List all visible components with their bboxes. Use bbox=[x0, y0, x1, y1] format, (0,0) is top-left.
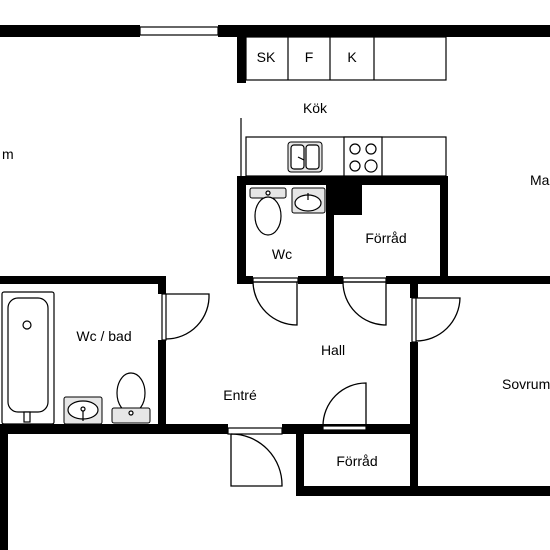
bath-toilet-icon bbox=[111, 372, 151, 424]
walls bbox=[0, 25, 550, 550]
kitchen-counter bbox=[240, 118, 447, 177]
shaft bbox=[334, 185, 362, 215]
wall-left-bottom bbox=[0, 434, 8, 550]
wall-wc-left bbox=[237, 176, 246, 284]
wall-forrad-right bbox=[440, 176, 448, 276]
wc-fixtures bbox=[249, 187, 326, 236]
appliance-k-label: K bbox=[347, 49, 357, 65]
door-forrad-bottom bbox=[322, 382, 367, 431]
stove-icon bbox=[343, 136, 383, 177]
bathtub-icon bbox=[1, 291, 55, 425]
door-entry bbox=[227, 427, 283, 487]
wall-hall-sovrum-top bbox=[410, 284, 418, 298]
room-label-forrad-top: Förråd bbox=[365, 230, 406, 246]
wall-kitchen-cabinet-side bbox=[237, 37, 246, 83]
kitchen-sink-icon bbox=[287, 141, 323, 173]
appliance-f-label: F bbox=[305, 49, 314, 65]
appliance-sk-label: SK bbox=[257, 49, 276, 65]
room-label-forrad-bottom: Förråd bbox=[336, 453, 377, 469]
bath-fixtures bbox=[1, 291, 151, 425]
door-bath bbox=[161, 293, 210, 341]
window-top bbox=[139, 26, 219, 36]
room-labels: m Kök Ma Wc Förråd Wc / bad Hall Entré S… bbox=[2, 100, 550, 469]
room-label-master-partial: Ma bbox=[530, 172, 550, 188]
wall-top-left bbox=[0, 25, 140, 37]
room-label-hall: Hall bbox=[321, 342, 345, 358]
wall-bath-right-bottom bbox=[158, 340, 166, 432]
wall-bottom-left bbox=[0, 424, 228, 434]
wall-kitchen-counter bbox=[237, 176, 447, 185]
room-label-entre: Entré bbox=[223, 387, 257, 403]
wall-wc-bottom-mid bbox=[298, 276, 343, 284]
wall-bath-top bbox=[0, 276, 165, 284]
wall-wc-bottom-left bbox=[237, 276, 253, 284]
doors bbox=[161, 277, 461, 487]
room-label-sovrum-partial: Sovrum bbox=[502, 376, 550, 392]
wall-forrad-bottom-right bbox=[386, 276, 550, 284]
room-label-living-partial: m bbox=[2, 146, 14, 162]
bath-sink-icon bbox=[63, 396, 103, 425]
wall-small-forrad-bottom bbox=[296, 486, 550, 496]
door-wc bbox=[252, 277, 299, 326]
toilet-icon bbox=[249, 187, 287, 236]
wall-bath-right-top bbox=[158, 276, 166, 294]
wall-top-right bbox=[218, 25, 550, 37]
kitchen-upper-cabinets: SK F K bbox=[245, 36, 447, 81]
door-sovrum bbox=[411, 297, 461, 343]
wall-wc-forrad-divider bbox=[326, 176, 334, 284]
wall-hall-sovrum-bottom bbox=[410, 342, 418, 490]
door-forrad-top bbox=[342, 277, 387, 326]
wc-sink-icon bbox=[291, 187, 326, 214]
room-label-wc-bad: Wc / bad bbox=[76, 328, 131, 344]
room-label-wc: Wc bbox=[272, 246, 292, 262]
room-label-kok: Kök bbox=[303, 100, 328, 116]
wall-small-forrad-left bbox=[296, 434, 304, 496]
